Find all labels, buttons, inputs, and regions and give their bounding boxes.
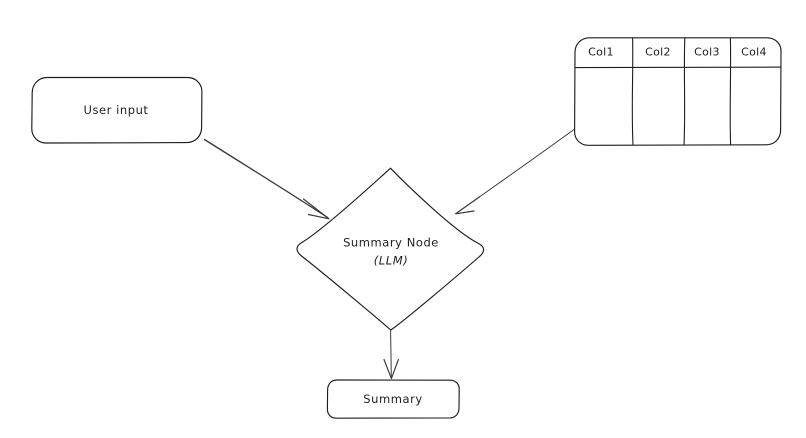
data-table-header-col3: Col3 — [694, 46, 720, 59]
edge-user-input-arrowhead — [302, 198, 330, 220]
edge-summary-arrowhead — [383, 358, 399, 380]
edge-data-table-arrowhead — [454, 195, 481, 215]
edge-summary-line — [390, 330, 392, 378]
summary-output-shape — [326, 379, 460, 419]
node-summary-node[interactable]: Summary Node (LLM) — [296, 167, 485, 331]
edge-user-input-line — [203, 138, 329, 219]
data-table-column-divider-1 — [631, 37, 634, 146]
summary-node-label-line2: (LLM) — [374, 254, 408, 268]
edge-summary-node-to-summary[interactable] — [383, 330, 399, 380]
edge-user-input-to-summary-node[interactable] — [203, 138, 330, 220]
summary-node-label-line1: Summary Node — [343, 236, 439, 250]
summary-output-label: Summary — [363, 392, 422, 406]
data-table-header-divider — [574, 66, 782, 69]
edge-data-table-to-summary-node[interactable] — [454, 129, 575, 215]
data-table-header-col4: Col4 — [741, 46, 767, 59]
node-data-table[interactable]: Col1 Col2 Col3 Col4 — [574, 37, 782, 146]
node-user-input[interactable]: User input — [31, 76, 203, 144]
summary-node-shape — [296, 167, 485, 331]
user-input-shape — [31, 76, 203, 144]
data-table-header-col2: Col2 — [645, 46, 671, 59]
data-table-header-col1: Col1 — [588, 46, 614, 59]
user-input-label: User input — [84, 103, 149, 117]
data-table-shape — [574, 37, 782, 146]
data-table-column-divider-2 — [683, 37, 686, 146]
node-summary-output[interactable]: Summary — [326, 379, 460, 419]
